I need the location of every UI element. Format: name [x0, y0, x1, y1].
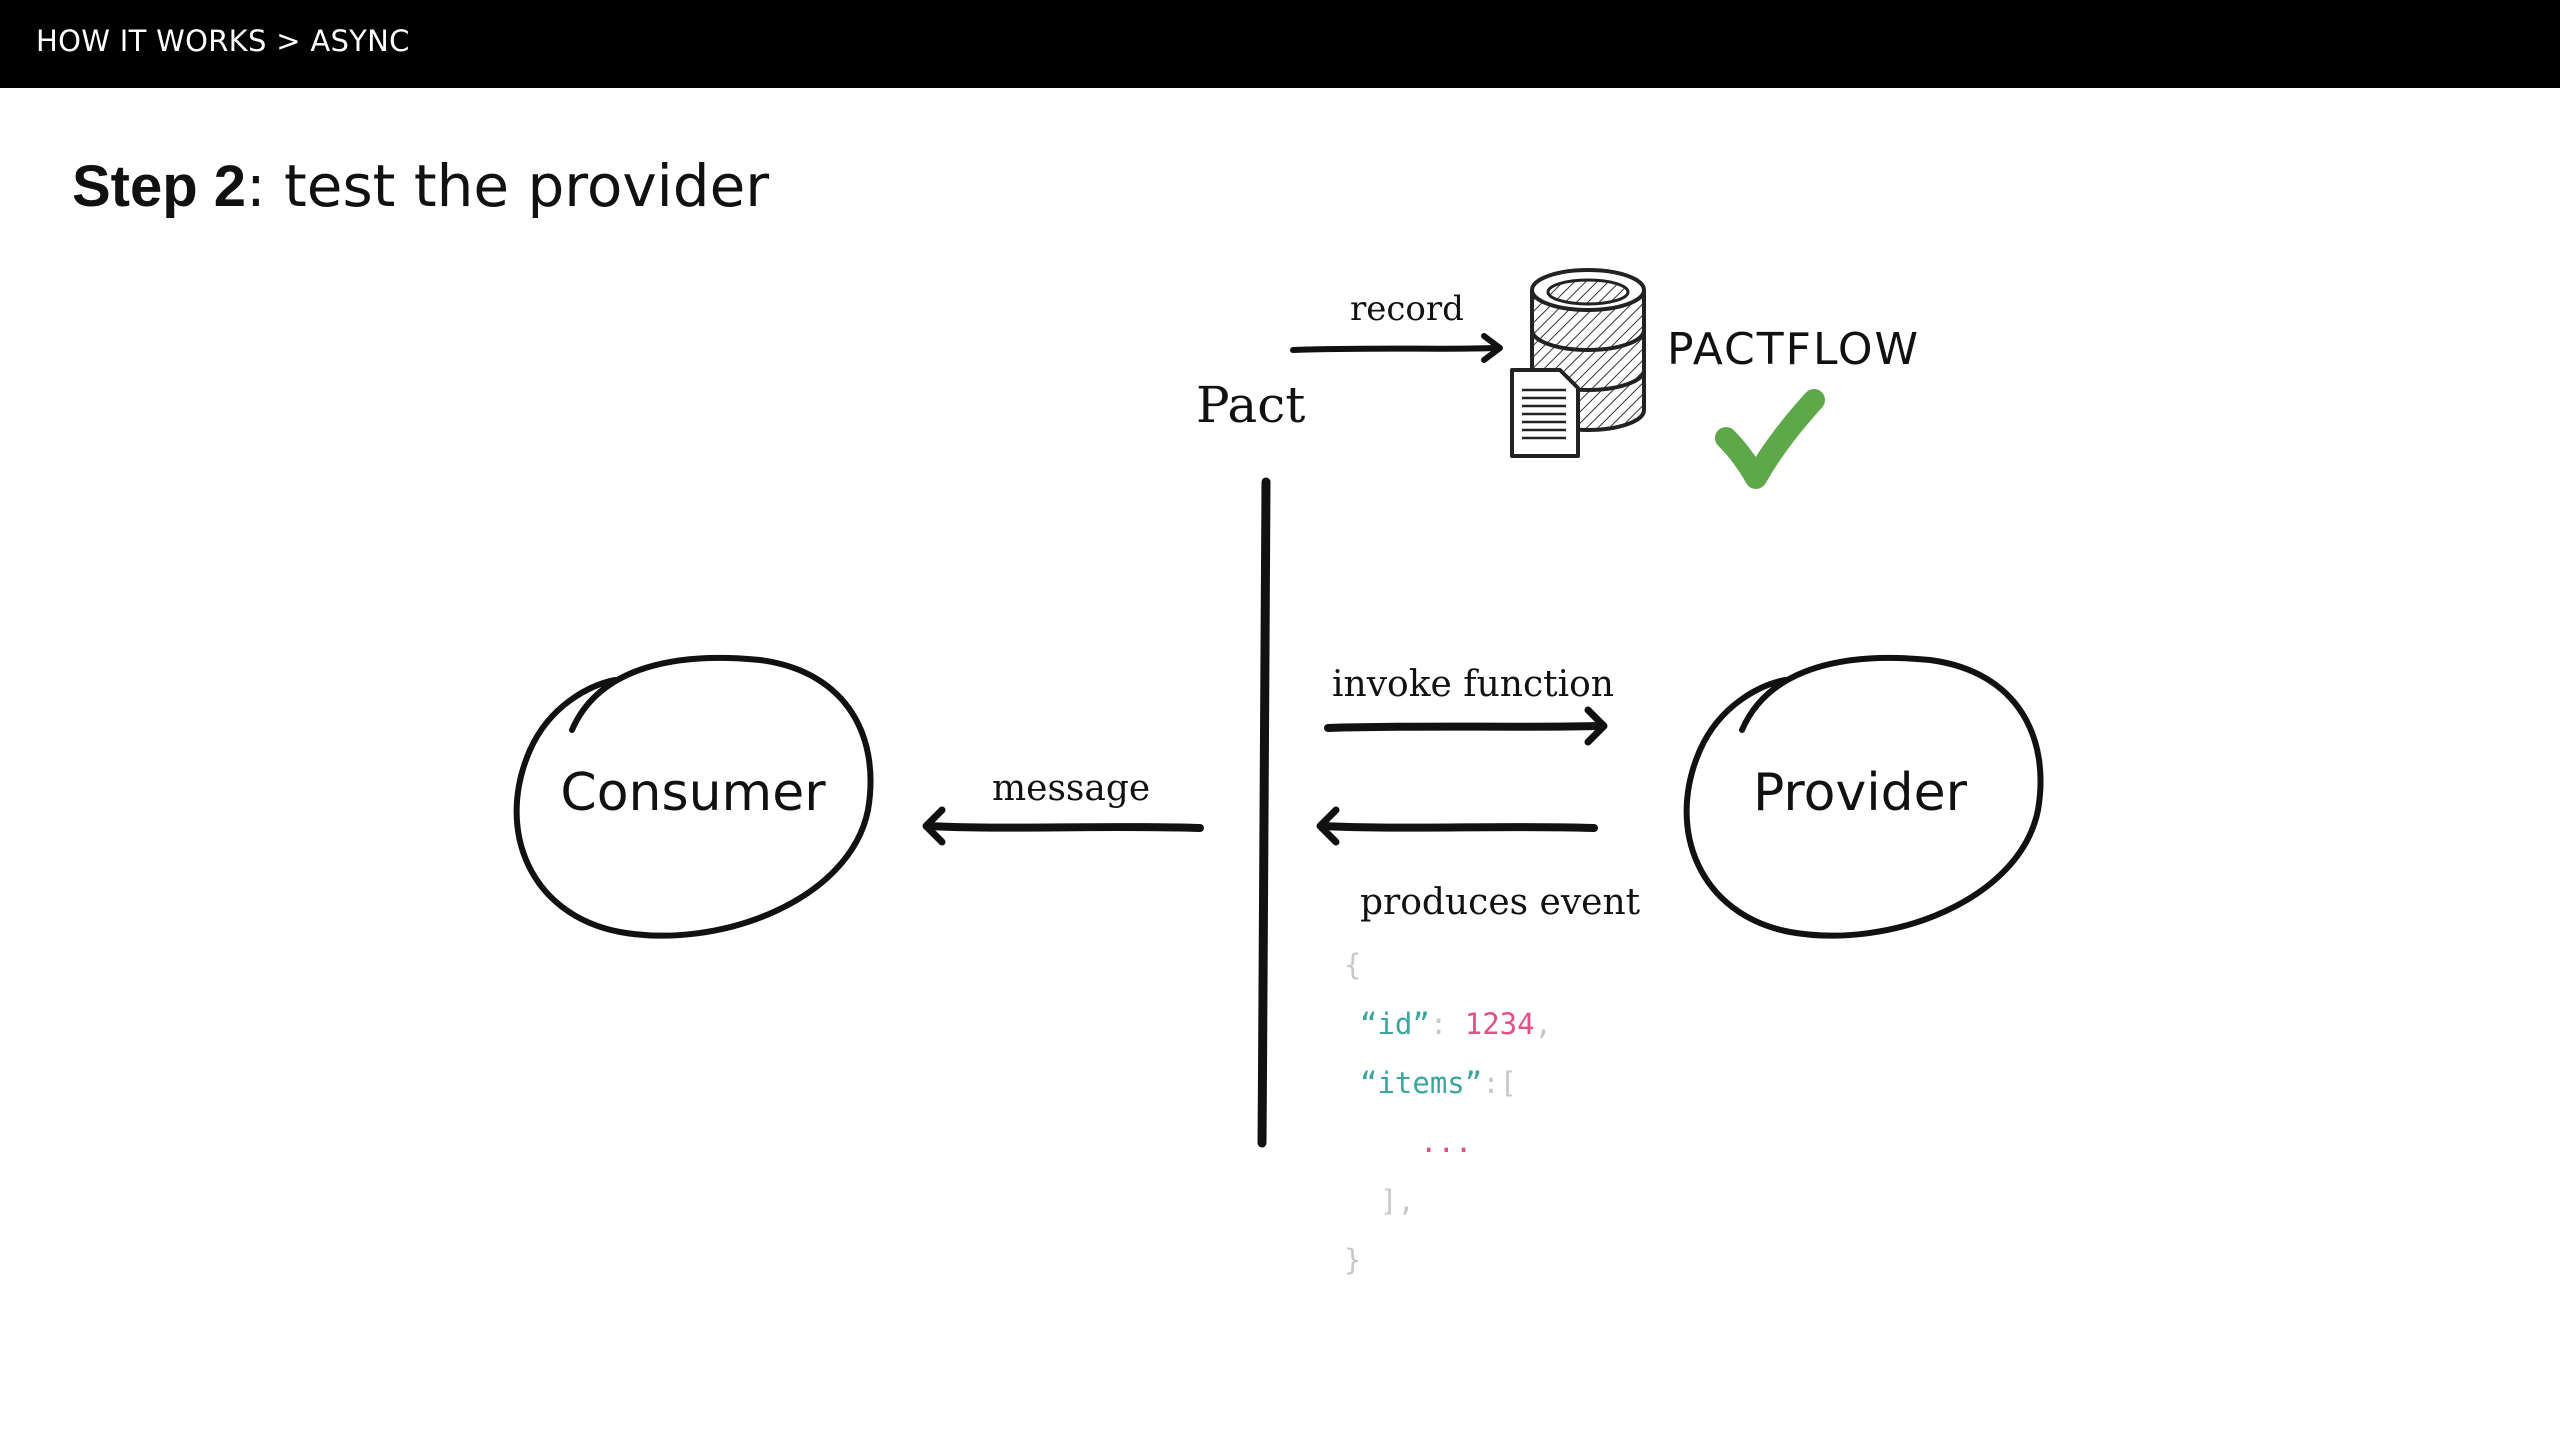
produces-arrow [1320, 822, 1598, 832]
pact-label: Pact [1196, 376, 1305, 434]
invoke-label: invoke function [1332, 664, 1614, 705]
code-close-brace: } [1344, 1243, 1361, 1277]
produces-arrowhead [1316, 806, 1340, 846]
code-id-value: 1234 [1465, 1007, 1535, 1041]
document-icon [1510, 368, 1580, 458]
code-items-sep: :[ [1482, 1066, 1517, 1100]
code-id-key: “id” [1360, 1007, 1430, 1041]
event-code-sample: { “id”: 1234, “items”:[ ... ], } [1344, 948, 1552, 1277]
code-open-brace: { [1344, 948, 1361, 982]
consumer-label: Consumer [560, 763, 826, 823]
breadcrumb: HOW IT WORKS > ASYNC [36, 24, 410, 58]
pact-boundary-line [1257, 477, 1271, 1148]
code-items-key: “items” [1360, 1066, 1482, 1100]
consumer-circle [513, 654, 874, 939]
invoke-arrowhead [1584, 706, 1608, 746]
produces-label: produces event [1360, 882, 1641, 923]
checkmark-icon [1715, 389, 1825, 489]
page-title: Step 2: test the provider [72, 152, 769, 220]
record-arrow [1290, 345, 1499, 353]
top-bar: HOW IT WORKS > ASYNC [0, 0, 2560, 88]
provider-label: Provider [1753, 763, 1968, 823]
pactflow-logo: PACTFLOW [1667, 324, 1920, 375]
step-description: : test the provider [246, 152, 770, 220]
code-line-id: “id”: 1234, [1360, 1007, 1552, 1041]
code-ellipsis: ... [1420, 1125, 1472, 1159]
code-id-comma: , [1535, 1007, 1552, 1041]
message-arrow [926, 822, 1204, 832]
code-line-items: “items”:[ [1360, 1066, 1517, 1100]
provider-circle [1683, 654, 2044, 939]
record-arrowhead [1481, 333, 1503, 363]
record-label: record [1350, 289, 1464, 329]
message-arrowhead [922, 806, 946, 846]
code-id-sep: : [1430, 1007, 1465, 1041]
message-label: message [992, 768, 1150, 809]
code-close-bracket: ], [1380, 1184, 1415, 1218]
step-label: Step 2 [72, 154, 247, 219]
invoke-arrow [1324, 722, 1604, 732]
